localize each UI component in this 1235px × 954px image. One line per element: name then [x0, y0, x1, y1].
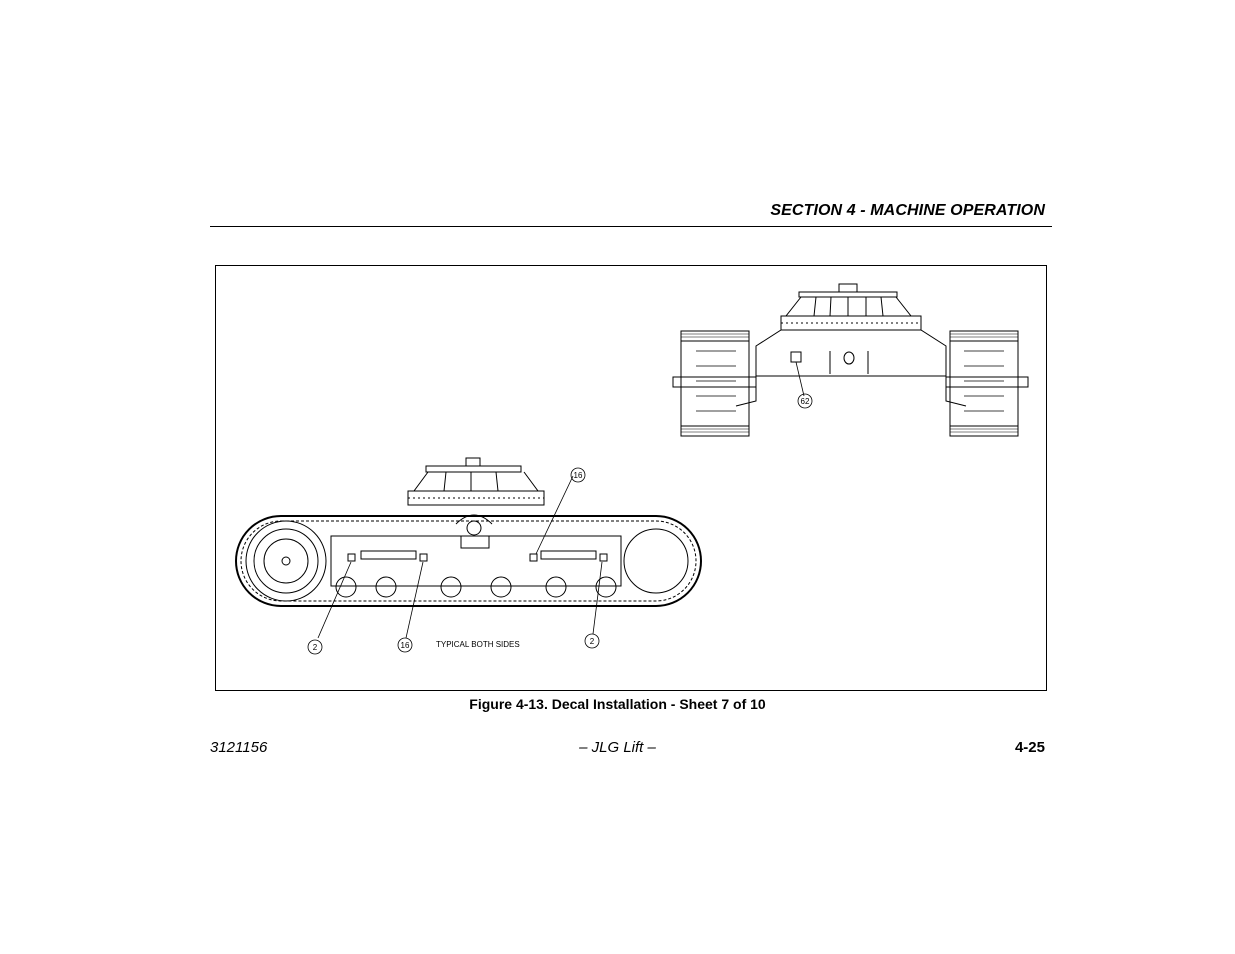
doc-number: 3121156: [210, 739, 268, 756]
svg-text:62: 62: [801, 397, 810, 406]
decal-drawing: 62 16 2 16 2 TYPICAL BOTH SIDES: [235, 283, 1029, 655]
section-title: SECTION 4 - MACHINE OPERATION: [770, 202, 1045, 219]
svg-text:2: 2: [590, 637, 595, 646]
side-view: [235, 457, 702, 639]
callout-2-right: 2: [584, 633, 600, 649]
typical-both-sides-note: TYPICAL BOTH SIDES: [436, 640, 520, 649]
header-rule: [210, 226, 1052, 227]
front-view: [672, 283, 1029, 437]
figure-caption: Figure 4-13. Decal Installation - Sheet …: [469, 696, 766, 712]
svg-text:16: 16: [401, 641, 410, 650]
page-number: 4-25: [1014, 739, 1045, 756]
callout-62: 62: [797, 393, 813, 409]
svg-text:2: 2: [313, 643, 318, 652]
svg-text:16: 16: [574, 471, 583, 480]
callout-16-mid: 16: [397, 637, 413, 653]
callout-2-left: 2: [307, 639, 323, 655]
publisher: – JLG Lift –: [579, 739, 656, 756]
callout-16-top: 16: [570, 467, 586, 483]
figure-frame: 62 16 2 16 2 TYPICAL BOTH SIDES: [215, 265, 1047, 691]
